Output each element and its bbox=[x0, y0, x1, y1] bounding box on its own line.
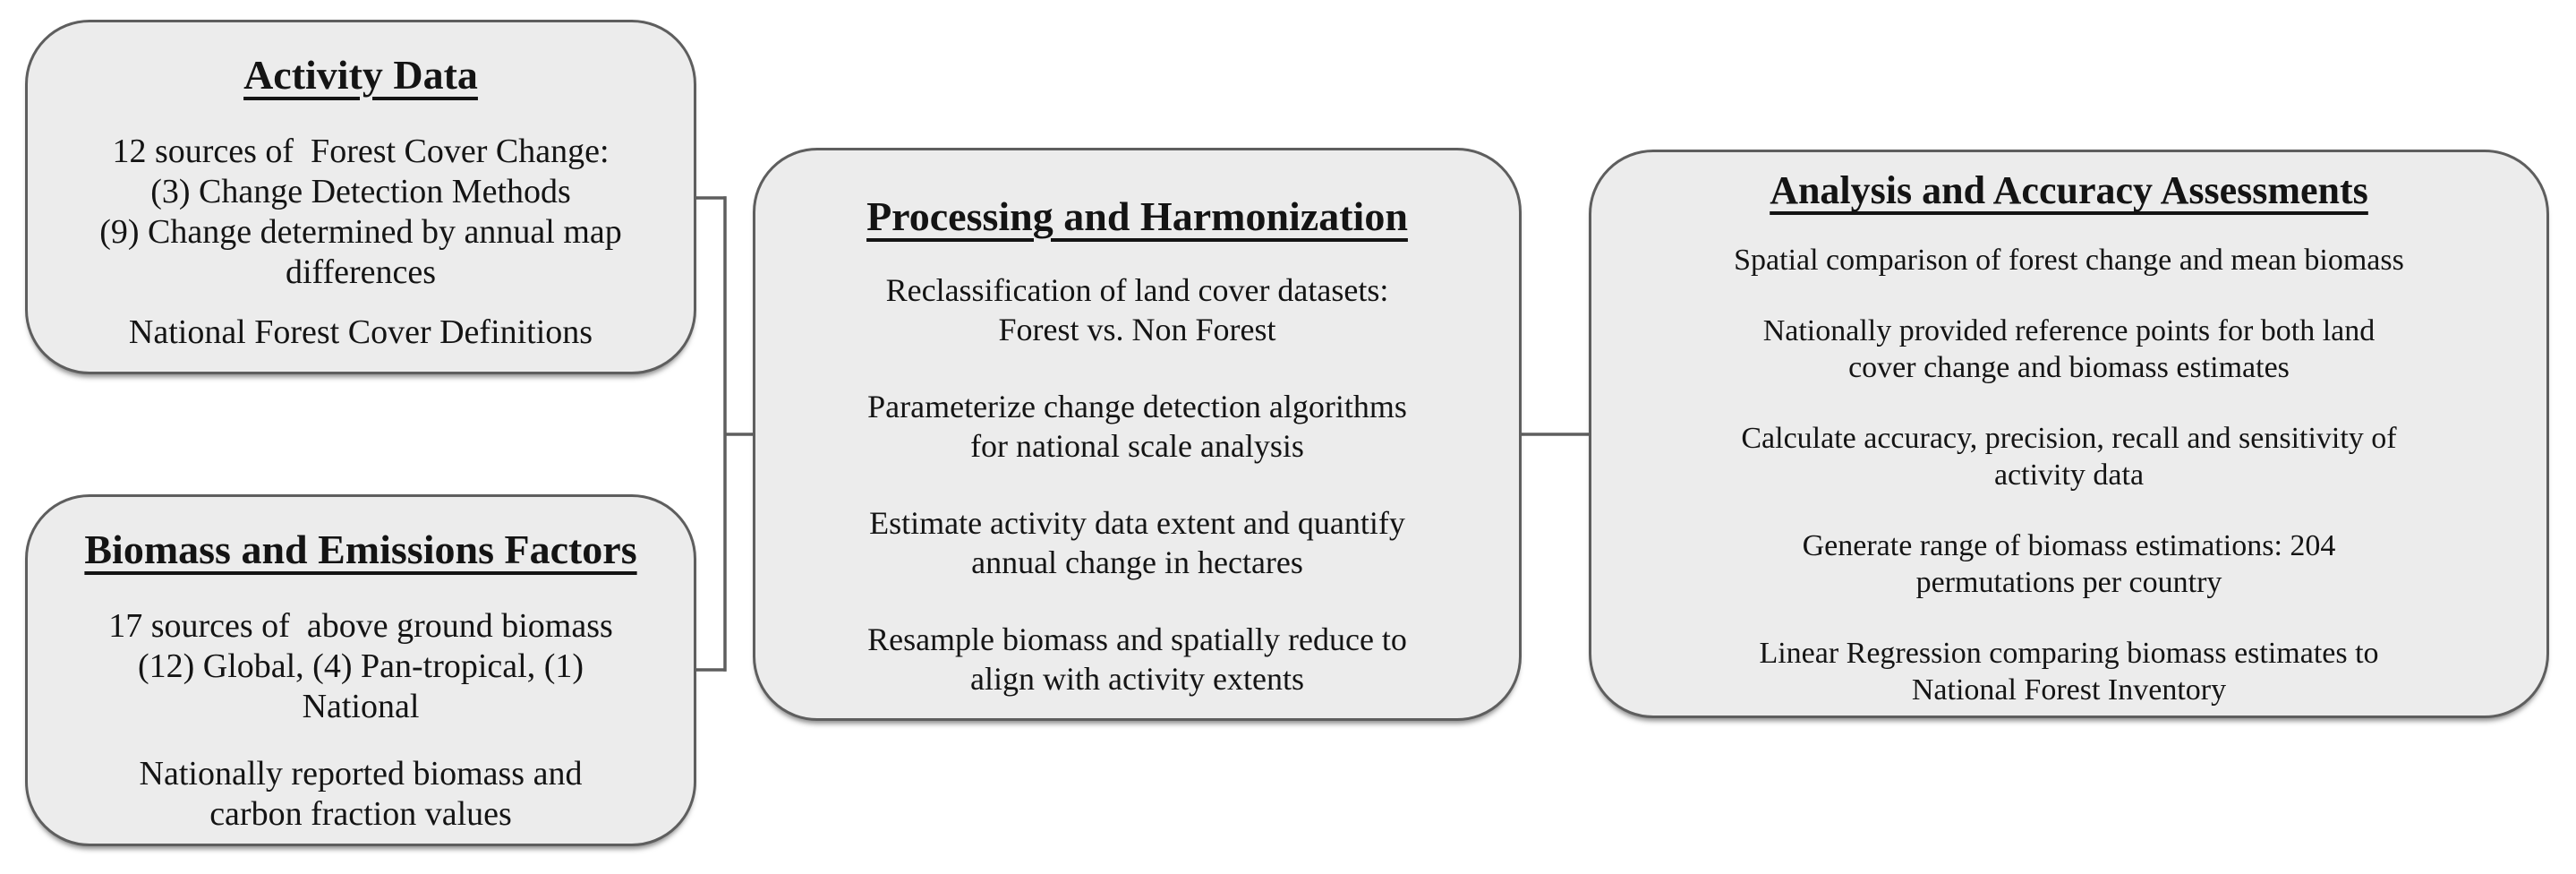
box-analysis-accuracy-assessments-paragraph-3: Calculate accuracy, precision, recall an… bbox=[1741, 422, 2397, 492]
box-biomass-emissions-factors-paragraph-1: 17 sources of above ground biomass (12) … bbox=[108, 607, 613, 725]
box-processing-harmonization-title: Processing and Harmonization bbox=[866, 193, 1408, 239]
box-analysis-accuracy-assessments-paragraph-1: Spatial comparison of forest change and … bbox=[1734, 244, 2404, 277]
box-analysis-accuracy-assessments-paragraph-2: Nationally provided reference points for… bbox=[1762, 314, 2376, 384]
box-processing-harmonization-paragraph-1: Reclassification of land cover datasets:… bbox=[885, 272, 1389, 347]
box-analysis-accuracy-assessments-title: Analysis and Accuracy Assessments bbox=[1770, 168, 2368, 212]
box-biomass-emissions-factors-paragraph-2: Nationally reported biomass and carbon f… bbox=[139, 755, 583, 833]
box-activity-data-title: Activity Data bbox=[243, 52, 478, 98]
box-analysis-accuracy-assessments-paragraph-4: Generate range of biomass estimations: 2… bbox=[1802, 529, 2336, 599]
box-biomass-emissions-factors: Biomass and Emissions Factors 17 sources… bbox=[25, 494, 696, 846]
box-analysis-accuracy-assessments-paragraph-5: Linear Regression comparing biomass esti… bbox=[1759, 637, 2379, 707]
box-processing-harmonization-paragraph-2: Parameterize change detection algorithms… bbox=[867, 389, 1407, 464]
box-processing-harmonization-paragraph-4: Resample biomass and spatially reduce to… bbox=[867, 621, 1407, 697]
box-activity-data-paragraph-2: National Forest Cover Definitions bbox=[128, 313, 593, 351]
box-analysis-accuracy-assessments: Analysis and Accuracy Assessments Spatia… bbox=[1589, 150, 2549, 718]
box-biomass-emissions-factors-title: Biomass and Emissions Factors bbox=[84, 527, 637, 572]
box-activity-data: Activity Data 12 sources of Forest Cover… bbox=[25, 20, 696, 374]
box-activity-data-paragraph-1: 12 sources of Forest Cover Change: (3) C… bbox=[99, 133, 622, 291]
box-processing-harmonization-paragraph-3: Estimate activity data extent and quanti… bbox=[869, 505, 1405, 580]
box-processing-harmonization: Processing and Harmonization Reclassific… bbox=[753, 148, 1522, 721]
